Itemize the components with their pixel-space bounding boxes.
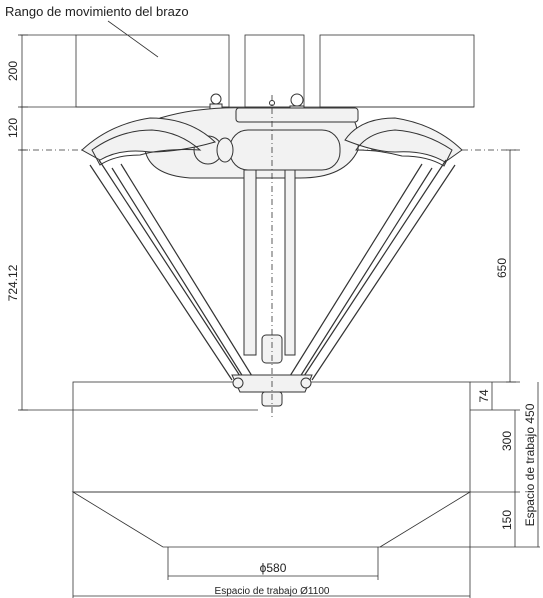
upper-arm-left [81,117,216,161]
left-dimensions: 200 120 724.12 [6,34,258,411]
center-shaft [243,169,257,356]
work-space-height-label: Espacio de trabajo 450 [523,403,537,526]
title-leader-line [107,20,159,58]
dim-120: 120 [6,118,20,138]
dim-200: 200 [6,61,20,81]
eye-bolt-left [210,93,222,105]
dim-580: ϕ580 [260,561,287,575]
work-space: ϕ580 Espacio de trabajo Ø1100 [71,381,472,598]
range-box-left [75,34,230,108]
dim-300: 300 [500,431,514,451]
motor-cylinder [229,129,341,171]
dim-150: 150 [500,510,514,530]
range-box-center [244,34,305,108]
range-box-right [319,34,475,108]
work-space-diameter-label: Espacio de trabajo Ø1100 [215,586,330,597]
dim-650: 650 [495,258,509,278]
arm-range-title: Rango de movimiento del brazo [5,4,189,19]
dim-74: 74 [477,389,491,403]
eye-bolt-right [290,93,304,107]
delta-robot [81,93,463,407]
right-dimensions: 650 74 300 150 Espacio de trabajo 450 [380,149,540,548]
upper-arm-right [344,117,463,163]
arm-range-boxes [20,34,475,108]
dim-724-12: 724.12 [6,264,20,301]
work-space-cone [71,491,472,548]
